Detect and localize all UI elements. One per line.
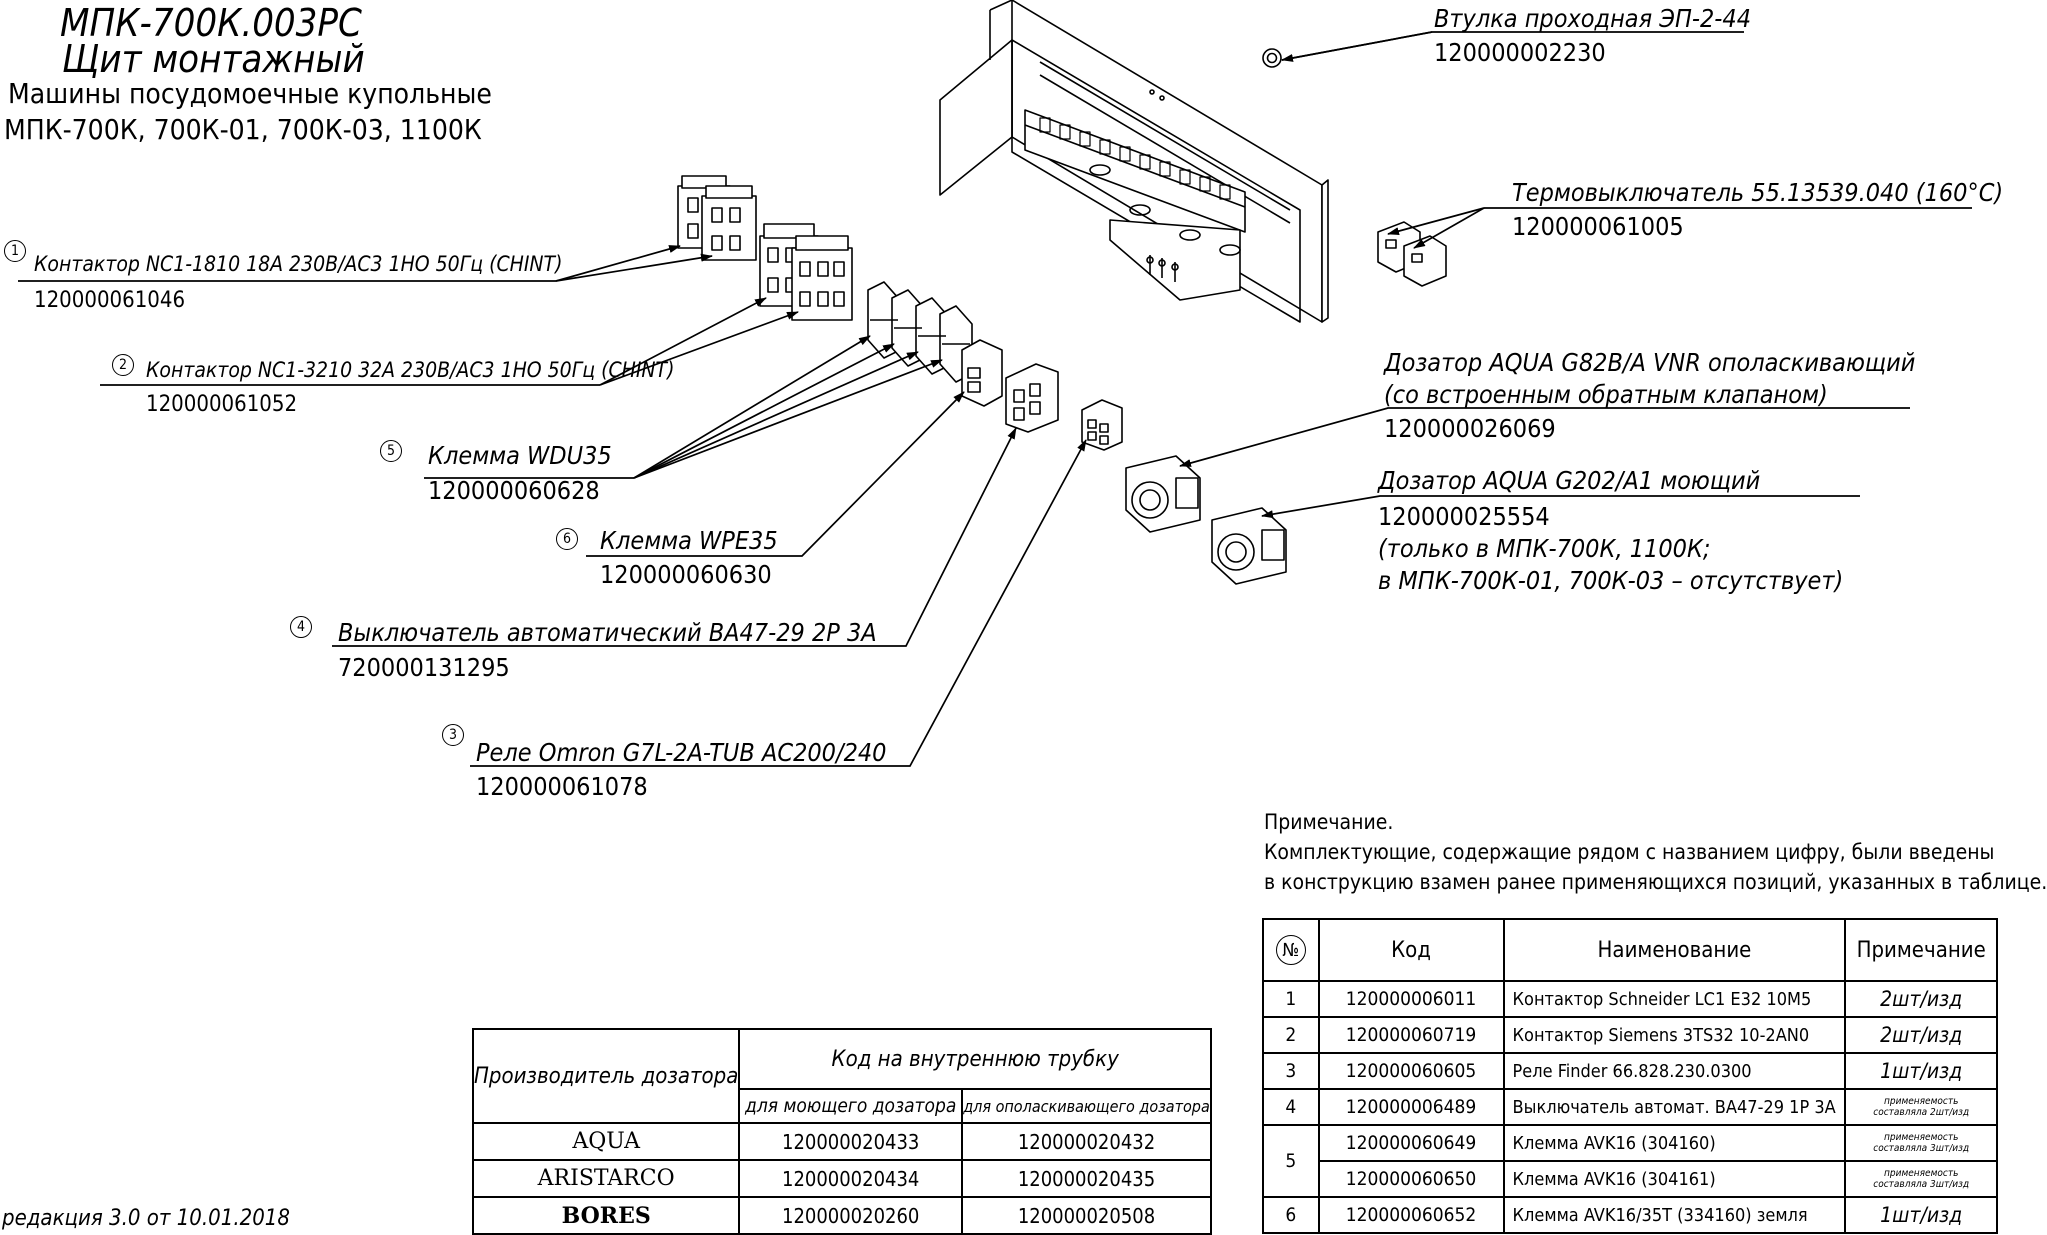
callout-number: 1 xyxy=(4,240,26,262)
circuit-breaker-part xyxy=(1005,363,1059,433)
header-wash: для моющего дозатора xyxy=(738,1088,963,1124)
document-subtitle: Машины посудомоечные купольные xyxy=(8,77,492,110)
callout-label: Реле Omron G7L-2A-TUB AC200/240 xyxy=(476,738,887,767)
callout-number: 4 xyxy=(290,616,312,638)
terminal-wpe35-part xyxy=(961,339,1003,407)
callout-code: 120000061052 xyxy=(146,392,298,417)
rinse-doser-code: 120000026069 xyxy=(1384,414,1556,443)
note-title: Примечание. xyxy=(1264,810,1394,834)
note-line-2: в конструкцию взамен ранее применяющихся… xyxy=(1264,870,2047,894)
leader-lines xyxy=(18,31,1972,767)
wash-doser-code: 120000025554 xyxy=(1378,502,1550,531)
callout-label: Выключатель автоматический ВА47-29 2Р 3А xyxy=(338,618,877,647)
table-row: 120000060650 Клемма AVK16 (304161) приме… xyxy=(1263,1160,1998,1198)
cabinet-housing xyxy=(939,0,1329,323)
rinse-doser-label: Дозатор AQUA G82B/A VNR ополаскивающий xyxy=(1384,348,1916,377)
callout-label: Клемма WPE35 xyxy=(600,526,778,555)
callout-number: 3 xyxy=(442,724,464,746)
note-line-1: Комплектующие, содержащие рядом с назван… xyxy=(1264,840,1995,864)
table-row: 1 120000006011 Контактор Schneider LC1 E… xyxy=(1262,980,1998,1018)
replaced-parts-table: № Код Наименование Примечание 1 12000000… xyxy=(1262,918,1998,1234)
callout-label: Клемма WDU35 xyxy=(428,441,612,470)
document-code: МПК-700К.003РС xyxy=(60,1,362,45)
contactor-18a-parts xyxy=(677,175,757,261)
table-row: AQUA 120000020433 120000020432 xyxy=(471,1122,1213,1161)
edition-stamp: редакция 3.0 от 10.01.2018 xyxy=(2,1206,290,1231)
callout-code: 120000061005 xyxy=(1512,212,1684,241)
header-number: № xyxy=(1262,918,1320,982)
table-row: 4 120000006489 Выключатель автомат. ВА47… xyxy=(1262,1088,1998,1126)
grommet-part xyxy=(1262,48,1282,68)
callout-label: Контактор NC1-1810 18А 230В/АС3 1НО 50Гц… xyxy=(34,252,563,276)
table-row: BORES 120000020260 120000020508 xyxy=(471,1196,1213,1235)
callout-number: 2 xyxy=(112,354,134,376)
document-models: МПК-700К, 700К-01, 700К-03, 1100К xyxy=(4,113,482,146)
header-rinse: для ополаскивающего дозатора xyxy=(960,1088,1213,1124)
table-row: 5 120000060649 Клемма AVK16 (304160) при… xyxy=(1262,1124,1998,1198)
callout-code: 120000061046 xyxy=(34,288,186,313)
header-tube-code: Код на внутреннюю трубку xyxy=(738,1028,1212,1090)
table-row: 3 120000060605 Реле Finder 66.828.230.03… xyxy=(1262,1052,1998,1090)
callout-code: 120000060628 xyxy=(428,476,600,505)
callout-number: 6 xyxy=(556,528,578,550)
header-name: Наименование xyxy=(1502,918,1847,982)
wash-doser-label: Дозатор AQUA G202/A1 моющий xyxy=(1378,466,1761,495)
callout-number: 5 xyxy=(380,440,402,462)
callout-code: 720000131295 xyxy=(338,653,510,682)
callout-label: Контактор NC1-3210 32А 230В/АС3 1НО 50Гц… xyxy=(146,358,675,382)
callout-code: 120000061078 xyxy=(476,772,648,801)
thermal-switch-parts xyxy=(1377,221,1447,287)
wash-doser-note-2: в МПК-700К-01, 700К-03 – отсутствует) xyxy=(1378,566,1844,595)
callout-label: Втулка проходная ЭП-2-44 xyxy=(1434,4,1752,33)
document-title: Щит монтажный xyxy=(62,37,365,81)
header-note: Примечание xyxy=(1844,918,1998,982)
wash-doser-part xyxy=(1211,507,1287,585)
table-row: 6 120000060652 Клемма AVK16/35T (334160)… xyxy=(1262,1196,1998,1234)
wash-doser-note-1: (только в МПК-700К, 1100К; xyxy=(1378,534,1711,563)
header-maker: Производитель дозатора xyxy=(471,1028,741,1124)
header-code: Код xyxy=(1317,918,1505,982)
relay-omron-part xyxy=(1081,399,1123,451)
table-row: ARISTARCO 120000020434 120000020435 xyxy=(471,1159,1213,1198)
rinse-doser-label-2: (со встроенным обратным клапаном) xyxy=(1384,380,1828,409)
rinse-doser-part xyxy=(1125,455,1201,533)
contactor-32a-parts xyxy=(759,223,853,321)
callout-label: Термовыключатель 55.13539.040 (160°С) xyxy=(1512,178,2004,207)
assembly-drawing xyxy=(18,0,1972,767)
callout-code: 120000060630 xyxy=(600,560,772,589)
callout-code: 120000002230 xyxy=(1434,38,1606,67)
table-row: 2 120000060719 Контактор Siemens 3TS32 1… xyxy=(1262,1016,1998,1054)
tube-code-table: Производитель дозатора Код на внутреннюю… xyxy=(471,1028,1213,1235)
